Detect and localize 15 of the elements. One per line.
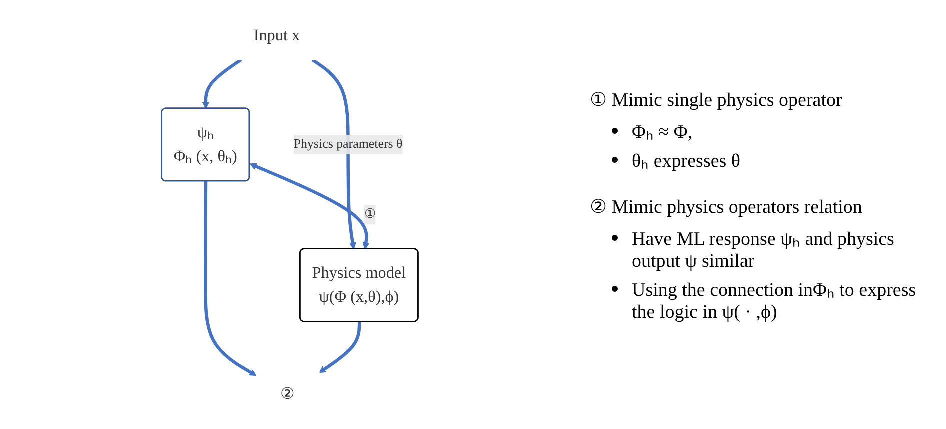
arrow xyxy=(202,58,242,109)
arrow xyxy=(319,322,362,373)
heading-text: ② Mimic physics operators relation xyxy=(590,197,862,218)
edge-label: Physics parameters θ xyxy=(294,136,403,151)
arrow xyxy=(312,58,356,250)
edge-label: ① xyxy=(364,207,376,221)
bullet-text: Φₕ ≈ Φ, xyxy=(632,121,692,144)
arrow xyxy=(204,180,257,376)
heading-text: ① Mimic single physics operator xyxy=(590,90,842,111)
node-text: ② xyxy=(280,384,296,403)
bullet-text: Have ML response ψₕ and physics output ψ similar xyxy=(632,228,896,273)
bullet-text: Using the connection inΦₕ to express the logic in ψ( · ,ϕ) xyxy=(632,279,918,324)
node-text: Input x xyxy=(254,26,300,44)
bullet-text: θₕ expresses θ xyxy=(632,150,741,173)
arrow xyxy=(250,162,370,250)
